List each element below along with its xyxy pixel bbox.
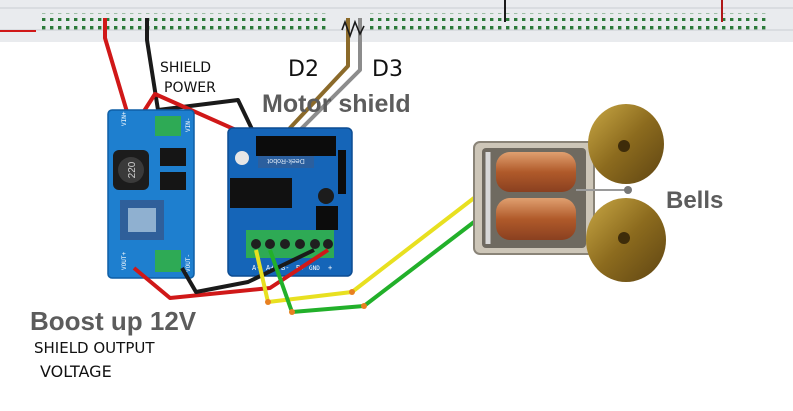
bell-assembly <box>473 104 666 282</box>
boost-pin-vin-minus: VIN- <box>185 118 192 132</box>
red-output-wire <box>132 248 330 300</box>
resistor-symbol <box>341 19 365 39</box>
d3-label: D3 <box>372 57 403 82</box>
inductor-label: 220 <box>127 161 138 178</box>
shield-terminal-b-minus: B- <box>281 264 289 272</box>
shield-output-label-line1: SHIELD OUTPUT <box>34 339 155 357</box>
breadboard <box>0 0 793 42</box>
boost-up-label: Boost up 12V <box>30 306 197 336</box>
boost-pin-vout-minus: VOUT- <box>185 254 192 272</box>
shield-terminal-a-plus: A+ <box>266 264 274 272</box>
shield-power-label-line2: POWER <box>164 80 216 96</box>
bells-label: Bells <box>666 187 723 214</box>
d2-label: D2 <box>288 57 319 82</box>
boost-pin-vout-plus: VOUT+ <box>121 252 128 270</box>
yellow-bell-wire <box>254 196 476 304</box>
boost-pin-vin-plus: VIN+ <box>121 111 128 126</box>
red-power-wire <box>103 18 132 123</box>
green-bell-wire <box>268 220 476 314</box>
shield-chip-text: Deek-Robot <box>267 157 304 164</box>
shield-terminal-a-minus: A- <box>252 264 260 272</box>
shield-output-label-line2: VOLTAGE <box>40 362 112 381</box>
motor-shield-label: Motor shield <box>262 90 411 118</box>
motor-shield: Deek-Robot A- A+ B- B+ GND + <box>227 127 353 277</box>
shield-terminal-plus: + <box>328 264 332 272</box>
shield-terminal-gnd: GND <box>309 265 320 272</box>
boost-converter: 220 VIN+ VIN- VOUT+ VOUT- <box>107 109 195 279</box>
black-output-wire <box>180 248 315 294</box>
shield-power-label-line1: SHIELD <box>160 60 211 76</box>
